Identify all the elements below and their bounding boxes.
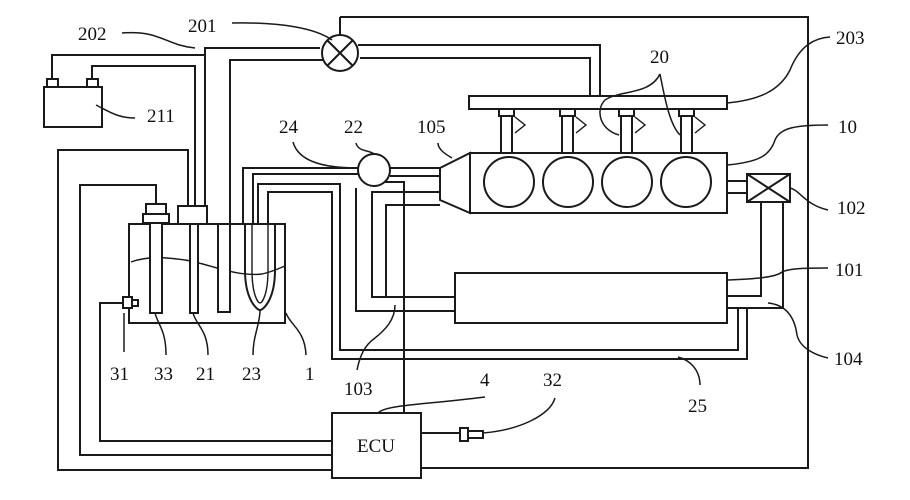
radiator-101 xyxy=(454,272,728,324)
ecu-wire-outer xyxy=(57,149,332,471)
label-32: 32 xyxy=(543,370,562,391)
ecu-4[interactable]: ECU xyxy=(331,412,422,479)
label-10: 10 xyxy=(838,117,857,138)
sensor-32 xyxy=(421,427,484,442)
label-102: 102 xyxy=(837,198,866,219)
pipe-24 xyxy=(242,167,440,225)
rail-feed-lines xyxy=(358,44,601,96)
label-202: 202 xyxy=(78,24,107,45)
label-4: 4 xyxy=(480,370,490,391)
label-25: 25 xyxy=(688,396,707,417)
label-104: 104 xyxy=(834,349,863,370)
label-20: 20 xyxy=(650,47,669,68)
label-201: 201 xyxy=(188,16,217,37)
label-24: 24 xyxy=(279,117,299,138)
injectors-20 xyxy=(498,108,707,154)
label-22: 22 xyxy=(344,117,363,138)
ecu-label: ECU xyxy=(357,436,395,457)
temperature-sensor-31 xyxy=(99,296,332,442)
label-103: 103 xyxy=(344,379,373,400)
injector xyxy=(559,108,588,154)
thermostat-valve-102 xyxy=(746,173,791,203)
label-203: 203 xyxy=(836,28,865,49)
outer-return-line xyxy=(339,16,809,469)
fuel-rail-203 xyxy=(468,95,728,110)
leader-lines xyxy=(95,22,831,434)
tank-cap xyxy=(177,205,208,225)
label-33: 33 xyxy=(154,364,173,385)
coolant-line-25 xyxy=(257,183,748,360)
label-211: 211 xyxy=(147,106,175,127)
label-23: 23 xyxy=(242,364,261,385)
label-31: 31 xyxy=(110,364,129,385)
label-21: 21 xyxy=(196,364,215,385)
injector xyxy=(498,108,527,154)
label-105: 105 xyxy=(417,117,446,138)
intake-manifold-105 xyxy=(439,151,471,215)
coolant-line-104 xyxy=(727,202,784,309)
fuel-pipe-21 xyxy=(189,223,199,314)
control-valve-201 xyxy=(321,34,359,72)
battery-211 xyxy=(43,54,205,207)
injector xyxy=(618,108,647,154)
label-101: 101 xyxy=(835,260,864,281)
injector xyxy=(678,108,707,154)
pump-signal-line xyxy=(385,181,405,413)
label-1: 1 xyxy=(305,364,315,385)
coolant-line-103 xyxy=(355,188,455,312)
level-sensor-33 xyxy=(79,184,332,456)
reference-labels: 202 201 203 20 211 24 22 105 10 102 101 … xyxy=(78,16,866,417)
return-pipe xyxy=(217,223,231,313)
engine-block-10 xyxy=(469,152,728,214)
engine-outlet-pipe xyxy=(727,180,747,194)
